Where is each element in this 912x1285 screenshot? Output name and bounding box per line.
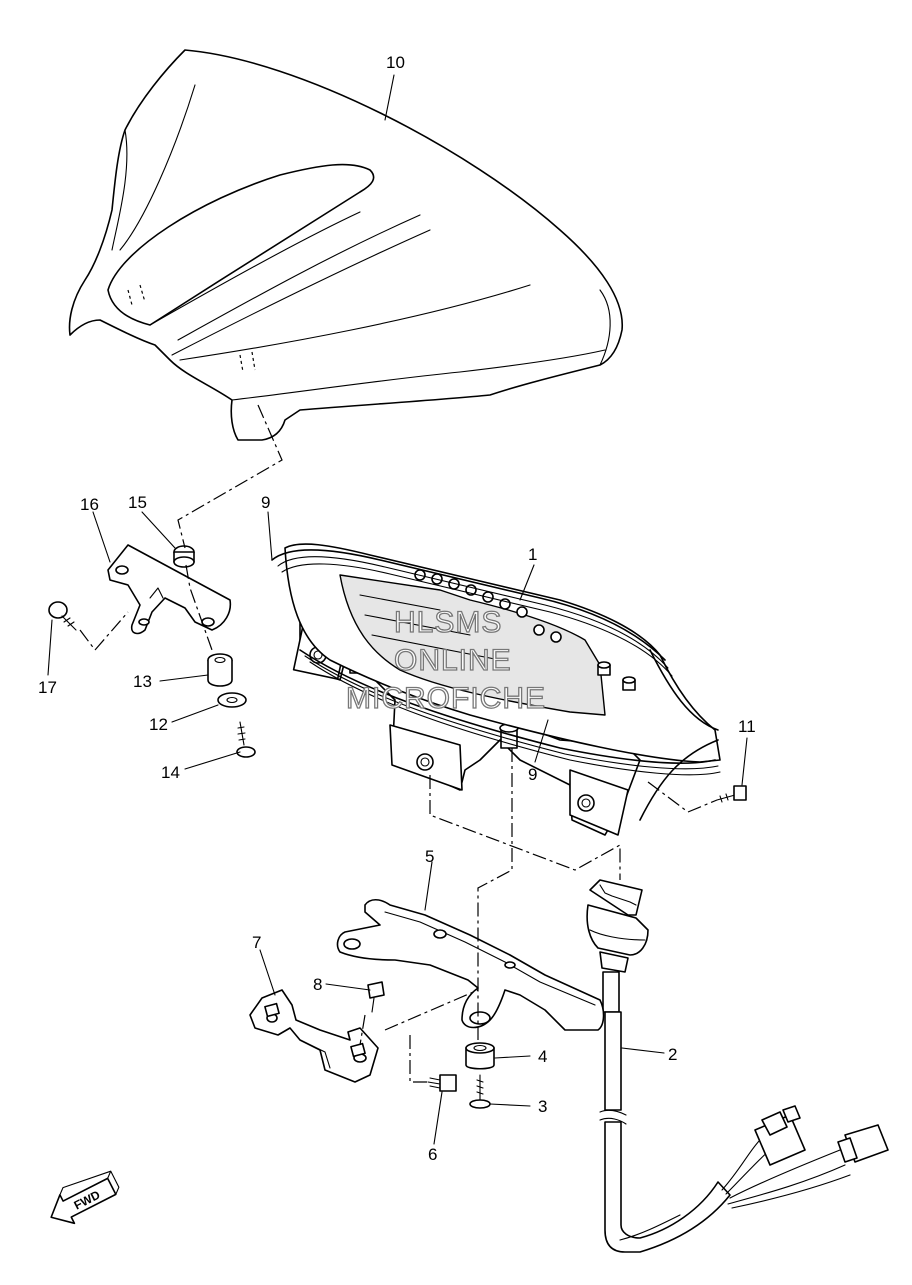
part-13-damper bbox=[207, 653, 233, 687]
callout-2: 2 bbox=[668, 1045, 677, 1064]
callout-8: 8 bbox=[313, 975, 322, 994]
callout-12: 12 bbox=[149, 715, 168, 734]
part-5-stay bbox=[336, 898, 605, 1031]
fwd-direction-arrow: FWD bbox=[50, 1170, 120, 1225]
watermark-line-3: MICROFICHE bbox=[346, 682, 546, 715]
callout-14: 14 bbox=[161, 763, 180, 782]
part-17-bolt bbox=[48, 601, 77, 631]
callout-5: 5 bbox=[425, 847, 434, 866]
callout-11: 11 bbox=[738, 717, 756, 736]
callout-3: 3 bbox=[538, 1097, 547, 1116]
part-6-bolt bbox=[427, 1074, 457, 1092]
part-3-screw bbox=[469, 1074, 491, 1109]
part-2-wire-harness bbox=[586, 879, 889, 1253]
part-4-grommet bbox=[465, 1042, 495, 1070]
part-1-meter-assembly bbox=[271, 543, 721, 836]
watermark-line-1: HLSMS bbox=[394, 606, 502, 639]
callout-10: 10 bbox=[386, 53, 405, 72]
callout-16: 16 bbox=[80, 495, 99, 514]
part-16-bracket bbox=[107, 544, 232, 635]
leader-lines bbox=[47, 74, 748, 1145]
callout-numbers: 10 9 1 9 16 15 17 13 12 14 11 5 7 8 4 3 … bbox=[38, 53, 756, 1164]
callout-4: 4 bbox=[538, 1047, 547, 1066]
part-12-washer bbox=[217, 692, 247, 708]
part-14-bolt bbox=[236, 721, 256, 758]
callout-17: 17 bbox=[38, 678, 57, 697]
callout-9-top: 9 bbox=[261, 493, 270, 512]
assembly-guide-lines bbox=[79, 404, 718, 1083]
part-11-screw bbox=[716, 785, 747, 803]
callout-7: 7 bbox=[252, 933, 261, 952]
callout-1: 1 bbox=[528, 545, 537, 564]
callout-13: 13 bbox=[133, 672, 152, 691]
callout-9-bottom: 9 bbox=[528, 765, 537, 784]
part-8-screw bbox=[367, 981, 385, 1013]
callout-6: 6 bbox=[428, 1145, 437, 1164]
part-15-collar bbox=[173, 545, 195, 568]
callout-15: 15 bbox=[128, 493, 147, 512]
watermark-line-2: ONLINE bbox=[394, 644, 512, 677]
part-10-cowling bbox=[68, 49, 623, 441]
part-7-plate bbox=[249, 989, 379, 1083]
watermark: HLSMS ONLINE MICROFICHE bbox=[345, 605, 546, 715]
